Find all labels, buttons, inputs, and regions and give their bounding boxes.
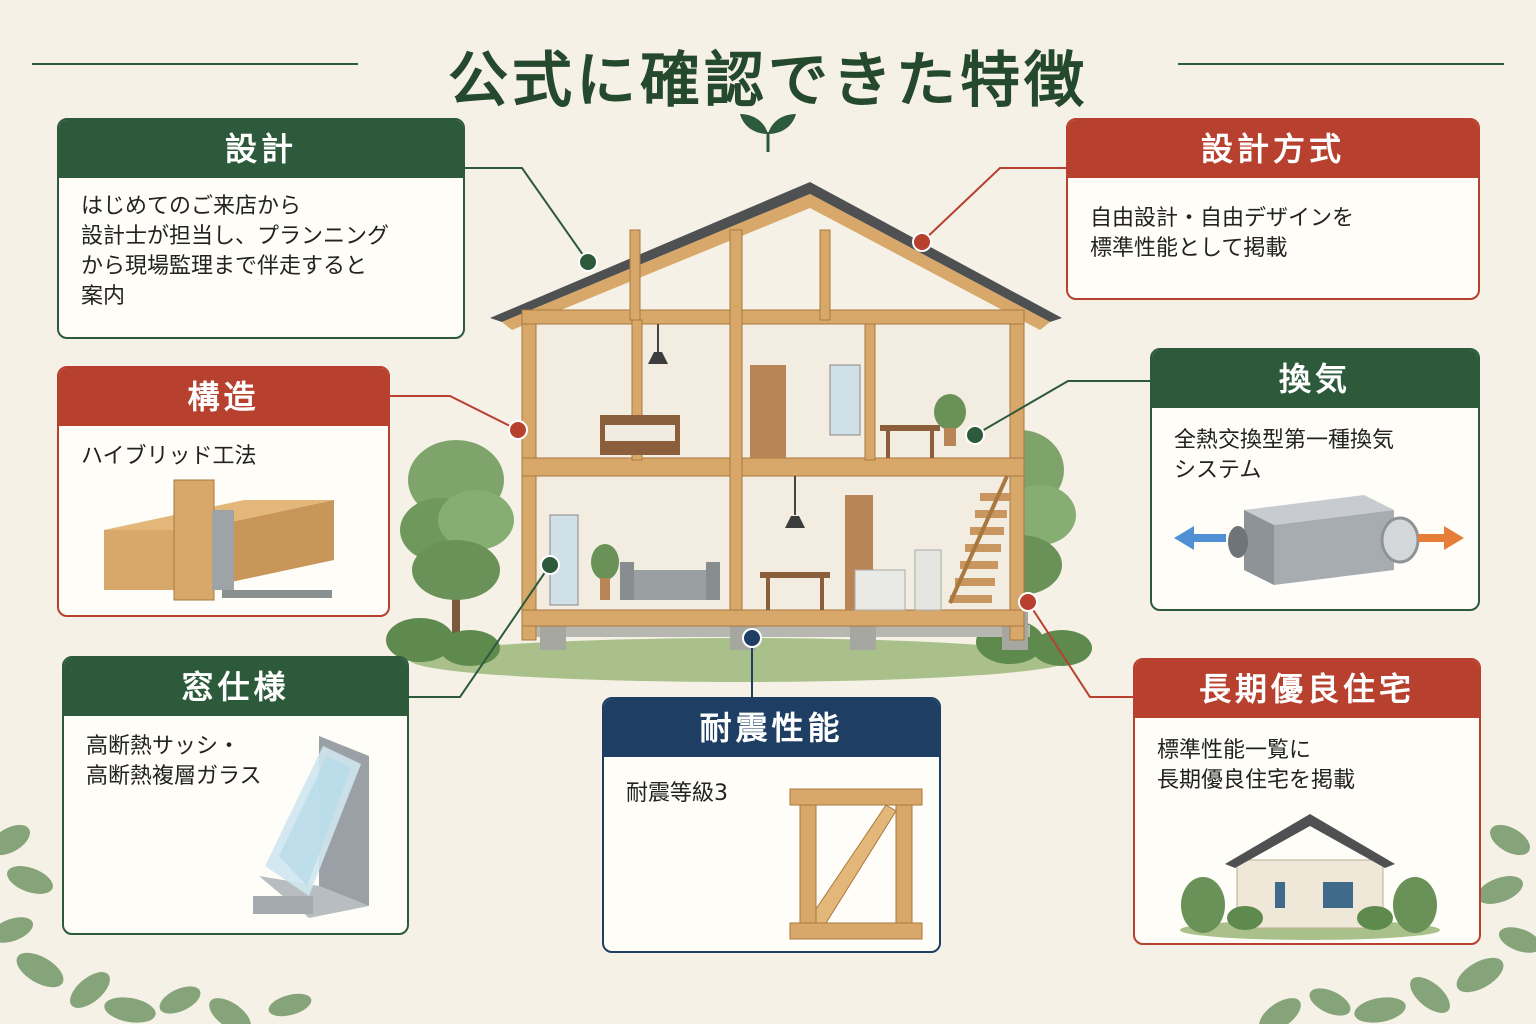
card-long-term-line: 標準性能一覧に (1157, 738, 1312, 763)
card-long-term-heading: 長期優良住宅 (1135, 660, 1479, 718)
card-structure-line: ハイブリッド工法 (81, 444, 257, 469)
window-sash-icon (253, 736, 369, 918)
title-area: 公式に確認できた特徴 (0, 18, 1536, 116)
card-ventilation: 換気 全熱交換型第一種換気 システム (1150, 348, 1480, 611)
card-design: 設計 はじめてのご来店から 設計士が担当し、プランニング から現場監理まで伴走す… (57, 118, 465, 339)
card-seismic: 耐震性能 耐震等級3 (602, 697, 941, 953)
wood-joint-icon (104, 479, 334, 601)
title-rule-right (1178, 63, 1504, 65)
card-window: 窓仕様 高断熱サッシ・ 高断熱複層ガラス (62, 656, 409, 935)
card-design-line: 案内 (81, 284, 126, 309)
house-cutaway-illustration (386, 182, 1092, 682)
card-design-line: 設計士が担当し、プランニング (81, 224, 390, 249)
small-house-icon (1180, 814, 1440, 940)
card-design-method-heading: 設計方式 (1068, 120, 1478, 178)
card-long-term: 長期優良住宅 標準性能一覧に 長期優良住宅を掲載 (1133, 658, 1481, 945)
card-ventilation-heading: 換気 (1152, 350, 1478, 408)
ventilation-unit-icon (1174, 495, 1464, 585)
card-structure: 構造 ハイブリッド工法 (57, 366, 390, 617)
title-rule-left (32, 63, 358, 65)
card-design-method-line: 自由設計・自由デザインを (1090, 206, 1355, 231)
card-long-term-line: 長期優良住宅を掲載 (1157, 768, 1356, 793)
card-window-line: 高断熱サッシ・ (86, 734, 241, 759)
card-design-method-line: 標準性能として掲載 (1090, 236, 1288, 261)
card-window-heading: 窓仕様 (64, 658, 407, 716)
card-ventilation-line: 全熱交換型第一種換気 (1174, 428, 1395, 453)
card-design-line: はじめてのご来店から (81, 194, 302, 219)
tree-left-icon (400, 440, 514, 650)
card-design-method: 設計方式 自由設計・自由デザインを 標準性能として掲載 (1066, 118, 1480, 300)
card-structure-heading: 構造 (59, 368, 388, 426)
sprout-icon (740, 114, 796, 152)
card-window-line: 高断熱複層ガラス (86, 764, 262, 789)
braced-frame-icon (789, 788, 923, 940)
card-seismic-line: 耐震等級3 (626, 781, 728, 806)
page-title: 公式に確認できた特徴 (448, 46, 1088, 116)
card-seismic-heading: 耐震性能 (604, 699, 939, 757)
card-design-line: から現場監理まで伴走すると (81, 254, 368, 279)
card-ventilation-line: システム (1174, 458, 1262, 483)
card-design-heading: 設計 (59, 120, 463, 178)
